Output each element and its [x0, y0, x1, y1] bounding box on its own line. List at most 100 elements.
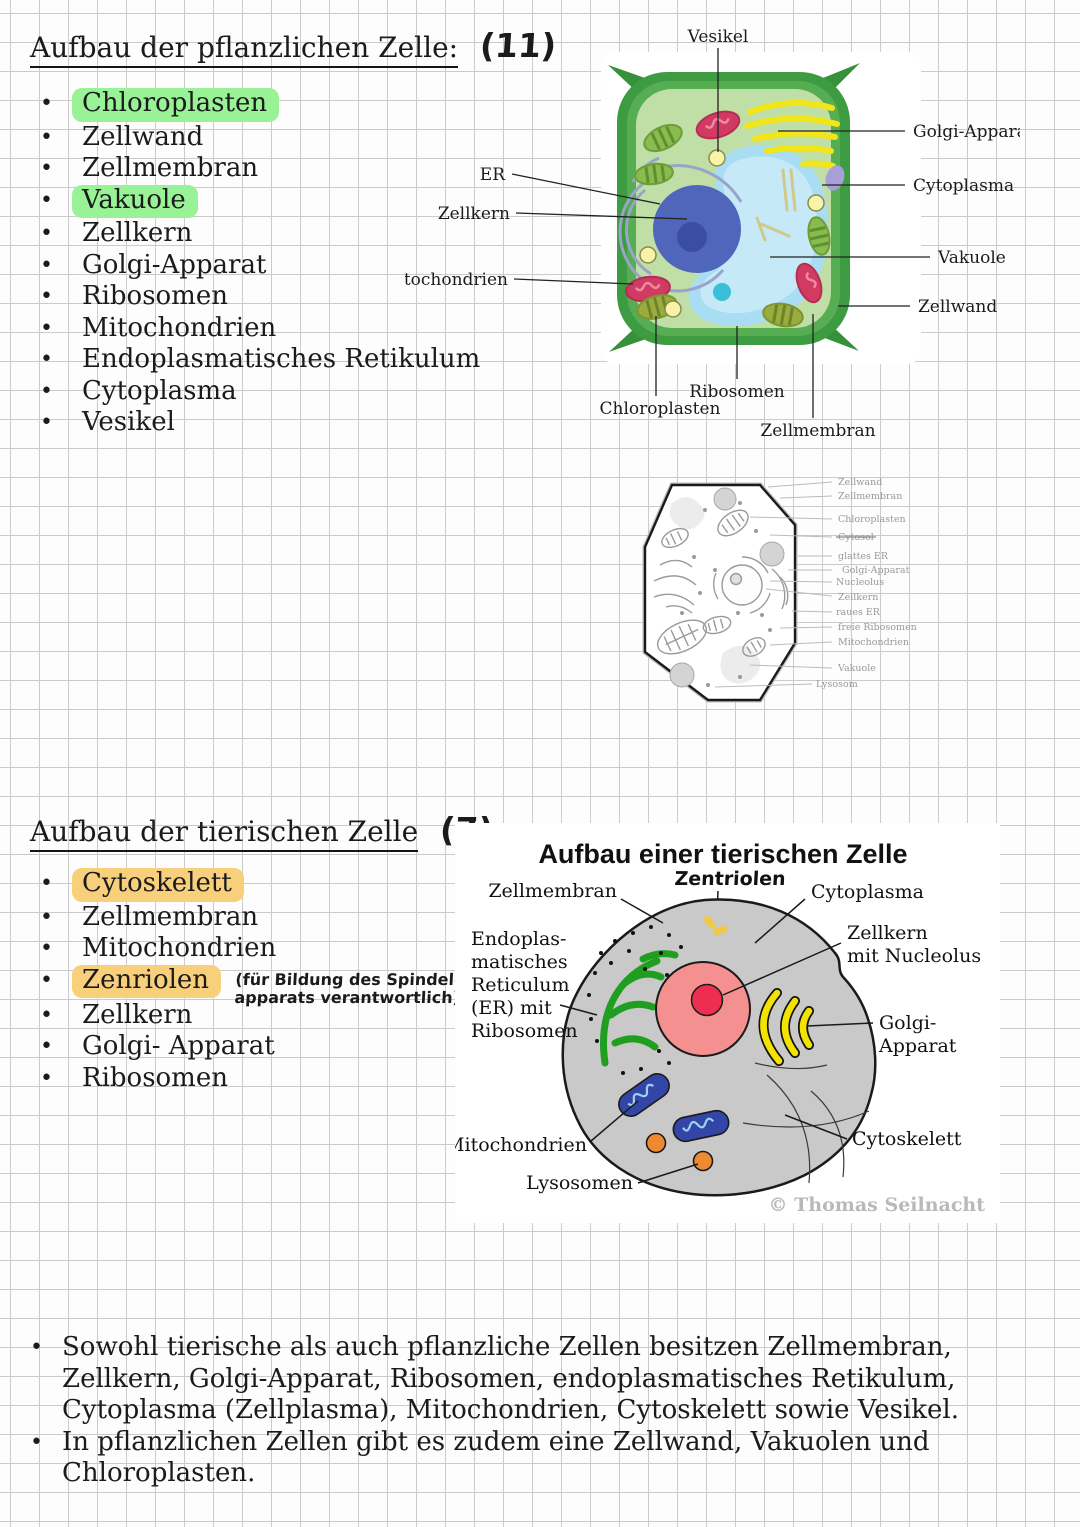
- animal-section-header: Aufbau der tierischen Zelle(7): [30, 810, 495, 852]
- bw-label: Lysosom: [816, 679, 858, 690]
- list-item-label: Ribosomen: [82, 281, 228, 311]
- label-er-1: Endoplas-: [471, 928, 566, 950]
- list-item: • Chloroplasten: [30, 88, 480, 122]
- label-golgi: Golgi-Apparat: [913, 122, 1020, 142]
- plant-cell-vesicles: [639, 149, 825, 318]
- label-zellmembran: Zellmembran: [760, 421, 875, 441]
- label-er-5: Ribosomen: [471, 1020, 578, 1042]
- label-er-4: (ER) mit: [471, 997, 552, 1019]
- bullet-dot: •: [30, 1429, 43, 1455]
- bullet-dot: •: [40, 936, 53, 961]
- label-er-2: matisches: [471, 951, 568, 973]
- list-item-label: Vakuole: [72, 184, 198, 218]
- label-zellwand: Zellwand: [918, 297, 997, 317]
- bw-label: Zellwand: [838, 477, 882, 488]
- animal-cell-diagram: Aufbau einer tierischen Zelle Zentriolen: [445, 839, 985, 1216]
- label-golgi-1: Golgi-: [879, 1012, 936, 1034]
- animal-cell-lysosomes: [645, 1132, 714, 1172]
- bullet-dot: •: [40, 967, 53, 993]
- bw-label: glattes ER: [838, 551, 889, 562]
- label-er: ER: [480, 165, 506, 185]
- list-item: •Ribosomen: [30, 281, 480, 313]
- list-item-label: Mitochondrien: [82, 933, 277, 963]
- summary-item: • In pflanzlichen Zellen gibt es zudem ei…: [28, 1427, 1036, 1490]
- plant-section-title: Aufbau der pflanzlichen Zelle:: [30, 31, 459, 68]
- summary-text: In pflanzlichen Zellen gibt es zudem ein…: [62, 1426, 930, 1489]
- label-zellkern: Zellkern: [438, 204, 510, 224]
- plant-cell-vacuole: [688, 145, 829, 327]
- bw-cell-organelles: [653, 487, 789, 688]
- bw-label-lines: [714, 481, 833, 688]
- list-item: • Zellmembran: [30, 902, 460, 934]
- bw-cell-outline: [643, 483, 797, 702]
- bullet-dot: •: [40, 1065, 53, 1091]
- bullet-dot: •: [40, 1034, 53, 1059]
- list-item-label: Endoplasmatisches Retikulum: [82, 344, 481, 374]
- list-item-label: Golgi- Apparat: [82, 1031, 275, 1061]
- bullet-dot: •: [40, 1002, 53, 1028]
- animal-cell-mitochondria: [618, 1073, 730, 1143]
- bw-cell-diagram: Zellwand Zellmembran Chloroplasten Cytos…: [642, 477, 917, 703]
- list-item: • Cytoskelett: [30, 868, 460, 902]
- bw-label: Mitochondrien: [838, 637, 909, 648]
- label-cytoplasma: Cytoplasma: [811, 881, 924, 903]
- animal-label-lines: [559, 898, 874, 1184]
- bw-label: Zellmembran: [838, 491, 902, 502]
- list-item: • Zellkern: [30, 1000, 460, 1032]
- animal-cell-figure: Aufbau einer tierischen Zelle Zentriolen: [445, 823, 1000, 1223]
- bullet-dot: •: [40, 871, 53, 896]
- animal-cell-er: [587, 925, 683, 1075]
- label-cytoplasma: Cytoplasma: [913, 176, 1014, 196]
- list-item-label: Zellmembran: [82, 901, 259, 932]
- list-item-label: Mitochondrien: [82, 312, 277, 343]
- plant-labels: Vesikel Golgi-Apparat Cytoplasma Vakuole…: [381, 27, 1034, 441]
- vacuole-inclusion: [713, 283, 731, 301]
- list-item: •Golgi-Apparat: [30, 250, 480, 282]
- animal-cell-cytoskeleton: [742, 1062, 870, 1184]
- list-item-label: Zellwand: [82, 121, 204, 152]
- list-item: •Ribosomen: [30, 1063, 460, 1095]
- list-item-label: Zellkern: [82, 218, 193, 248]
- bullet-dot: •: [40, 91, 53, 116]
- animal-cell-nucleolus: [690, 983, 724, 1017]
- list-item: •Zellkern: [30, 218, 480, 250]
- label-mitochondrien: Mitochondrien: [455, 1134, 587, 1156]
- list-item: •Zellmembran: [30, 153, 480, 185]
- list-item-label: Cytoskelett: [72, 868, 244, 902]
- plant-organelle-list: • Chloroplasten •Zellwand •Zellmembran •V…: [30, 88, 480, 439]
- animal-diagram-title: Aufbau einer tierischen Zelle: [538, 839, 907, 869]
- zentriolen-handwritten-label: Zentriolen: [674, 868, 786, 890]
- bw-cell-figure: Zellwand Zellmembran Chloroplasten Cytos…: [620, 465, 920, 705]
- label-cytoskelett: Cytoskelett: [852, 1128, 962, 1150]
- label-zellkern-2: mit Nucleolus: [847, 945, 981, 967]
- summary-item: •Sowohl tierische als auch pflanzliche Z…: [28, 1332, 1036, 1427]
- bullet-dot: •: [40, 904, 53, 930]
- list-item: •Cytoplasma: [30, 376, 480, 408]
- plant-label-lines: [511, 48, 930, 418]
- list-item: •Vesikel: [30, 407, 480, 439]
- label-chloroplasten: Chloroplasten: [599, 399, 720, 419]
- list-item-label: Chloroplasten: [72, 88, 280, 122]
- list-item-label: Golgi-Apparat: [82, 249, 267, 280]
- label-vakuole: Vakuole: [937, 248, 1006, 268]
- summary-list: •Sowohl tierische als auch pflanzliche Z…: [28, 1332, 1036, 1490]
- list-item-label: Vesikel: [82, 407, 175, 437]
- bw-labels: Zellwand Zellmembran Chloroplasten Cytos…: [816, 477, 917, 690]
- label-zellkern: Zellkern: [847, 922, 928, 944]
- plant-cell-nucleus: [618, 156, 743, 293]
- bw-label: Nucleolus: [836, 577, 884, 588]
- list-item: •Mitochondrien: [30, 313, 480, 345]
- label-vesikel: Vesikel: [687, 27, 749, 47]
- list-item-label: Zellkern: [82, 999, 193, 1030]
- plant-cell-organelle-purple: [825, 165, 845, 191]
- bw-label: freie Ribosomen: [838, 622, 917, 633]
- list-item-label: Zellmembran: [82, 153, 259, 183]
- plant-section-header: Aufbau der pflanzlichen Zelle:(11): [30, 26, 558, 68]
- bw-label: Vakuole: [837, 663, 876, 674]
- bw-label: Zellkern: [838, 592, 878, 603]
- label-zellmembran: Zellmembran: [488, 880, 617, 902]
- label-golgi-2: Apparat: [878, 1035, 957, 1057]
- list-item: •Zellwand: [30, 122, 480, 154]
- plant-cell-figure: Vesikel Golgi-Apparat Cytoplasma Vakuole…: [381, 12, 1034, 442]
